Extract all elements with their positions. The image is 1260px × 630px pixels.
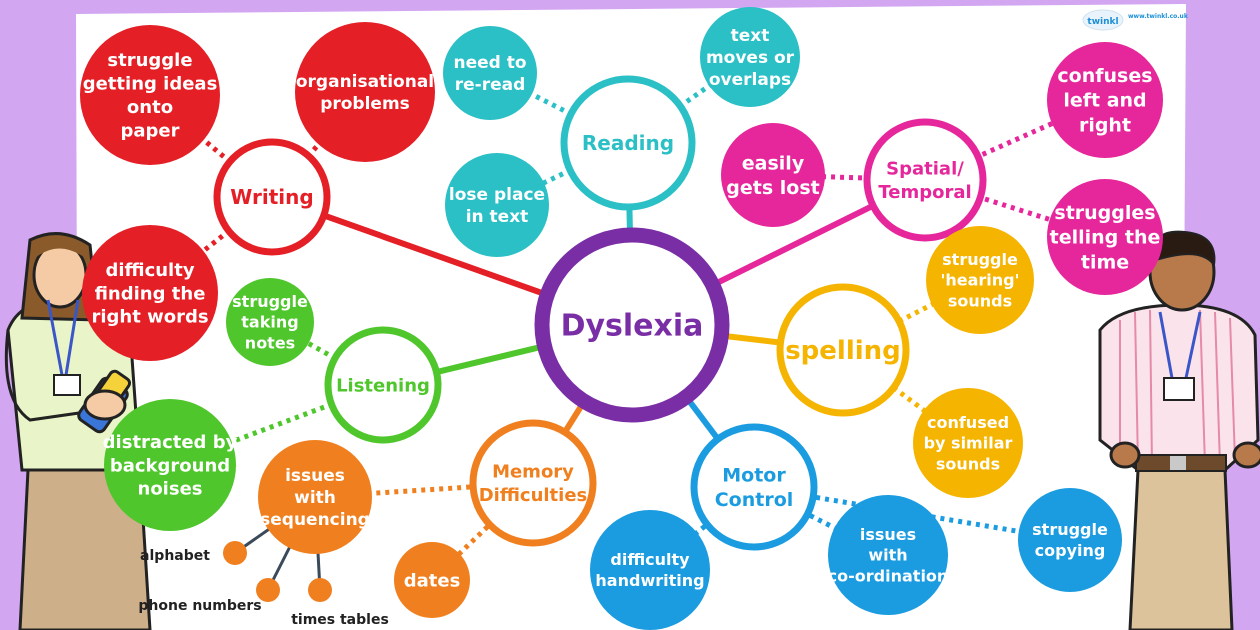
man-illustration [1098,230,1260,630]
leaf-node: struggle'hearing'sounds [926,226,1034,334]
leaf-circle [926,226,1034,334]
leaf-label: struggle'hearing'sounds [940,250,1019,311]
reading-branch-circle [560,75,696,211]
leaf-circle [295,22,435,162]
leaf-circle [226,278,314,366]
leaf-label: dates [404,570,461,591]
spatial-branch-label: Spatial/Temporal [878,159,971,203]
listening-branch-label: Listening [336,375,430,396]
motor-branch-circle [690,423,818,551]
leaf-circle [1018,488,1122,592]
reading-branch-label: Reading [582,131,674,155]
leaf-circle [443,26,537,120]
writing-branch-circle [213,138,331,256]
central-node: Dyslexia [534,227,730,423]
central-circle [534,227,730,423]
memory-branch-circle [469,419,597,547]
logo: twinkl www.twinkl.co.uk [1082,9,1189,31]
subitem-dot [223,541,247,565]
leaf-circle [1047,179,1163,295]
leaf-circle [80,25,220,165]
logo-url: www.twinkl.co.uk [1128,13,1189,20]
leaf-circle [82,225,218,361]
leaf-circle [913,388,1023,498]
leaf-circle [445,153,549,257]
woman-illustration [4,232,152,630]
central-label: Dyslexia [561,309,704,344]
motor-leaf-connector [752,484,890,558]
spelling-branch-label: spelling [785,336,901,366]
subitem-label: times tables [291,612,389,628]
spatial-branch-circle [863,118,987,242]
leaf-circle [721,123,825,227]
subitem-dot [308,578,332,602]
leaf-circle [394,542,470,618]
leaf-circle [1047,42,1163,158]
listening-branch-circle [324,326,442,444]
leaf-circle [700,7,800,107]
subitem-label: alphabet [140,548,210,564]
spelling-branch-circle [776,283,910,417]
reading-leaf-connector [626,54,752,146]
leaf-node: dates [394,542,470,618]
subitem-dot [256,578,280,602]
writing-branch-label: Writing [230,185,313,209]
leaf-circle [104,399,236,531]
subitem-label: phone numbers [138,598,261,614]
logo-brand: twinkl [1087,17,1118,27]
leaf-circle [590,510,710,630]
leaf-circle [828,495,948,615]
leaf-circle [258,440,372,554]
